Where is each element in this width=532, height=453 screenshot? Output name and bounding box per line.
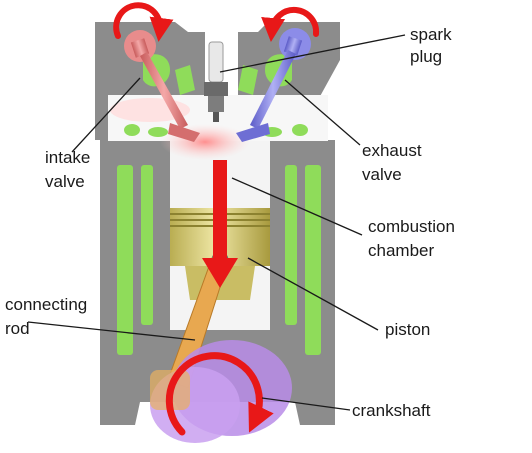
valve-rotation-arrows [113, 2, 320, 42]
labels: spark plug intake valve exhaust valve co… [5, 25, 455, 420]
label-intake-valve-line1: intake [45, 148, 90, 167]
crankshaft [150, 340, 292, 443]
label-spark-plug-line1: spark [410, 25, 452, 44]
label-crankshaft: crankshaft [352, 401, 431, 420]
exhaust-valve [236, 28, 311, 142]
intake-valve [124, 30, 200, 142]
label-exhaust-valve-line1: exhaust [362, 141, 422, 160]
label-combustion-chamber-line2: chamber [368, 241, 434, 260]
label-intake-valve-line2: valve [45, 172, 85, 191]
spark-plug [204, 41, 228, 122]
label-connecting-rod-line1: connecting [5, 295, 87, 314]
leader-lines [27, 34, 406, 411]
label-piston: piston [385, 320, 430, 339]
label-connecting-rod-line2: rod [5, 319, 30, 338]
label-combustion-chamber-line1: combustion [368, 217, 455, 236]
label-spark-plug-line2: plug [410, 47, 442, 66]
label-exhaust-valve-line2: valve [362, 165, 402, 184]
piston-motion-arrow [202, 160, 238, 288]
